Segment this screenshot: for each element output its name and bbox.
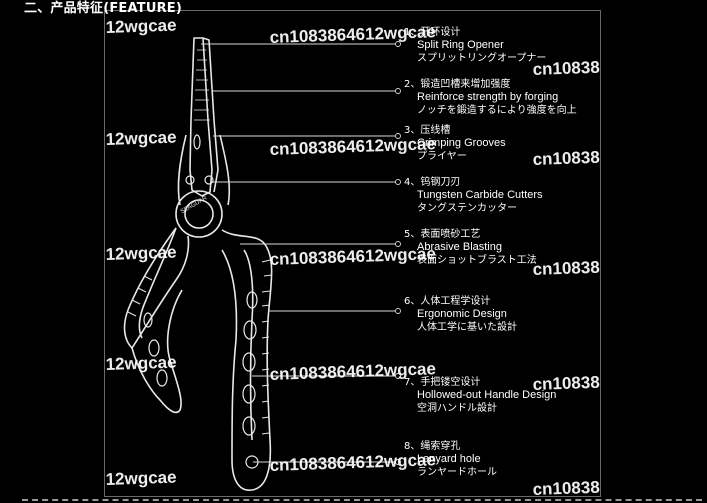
bottom-divider: [22, 499, 702, 501]
feature-en: Hollowed-out Handle Design: [417, 389, 557, 401]
feature-en: Abrasive Blasting: [417, 241, 502, 253]
feature-cn: 5、表面喷砂工艺: [404, 229, 481, 240]
watermark: 12wgcae: [105, 467, 177, 490]
feature-en: Tungsten Carbide Cutters: [417, 189, 543, 201]
section-title: 二、产品特征(FEATURE): [24, 1, 183, 16]
feature-jp: ランヤードホール: [417, 467, 497, 478]
feature-item-4: 4、钨钢刀刃 Tungsten Carbide Cutters タングステンカッ…: [404, 176, 543, 215]
feature-en: Crimping Grooves: [417, 137, 506, 149]
feature-item-3: 3、压线槽 Crimping Grooves プライヤー: [404, 124, 506, 163]
feature-jp: タングステンカッター: [417, 203, 517, 214]
watermark: cn10838: [532, 372, 601, 395]
watermark: 12wgcae: [105, 352, 177, 375]
feature-frame: [104, 10, 601, 497]
watermark: cn10838: [532, 57, 601, 80]
feature-item-6: 6、人体工程学设计 Ergonomic Design 人体工学に基いた設計: [404, 295, 517, 334]
feature-jp: 空洞ハンドル設計: [417, 403, 497, 414]
feature-cn: 7、手把镂空设计: [404, 377, 481, 388]
feature-en: Ergonomic Design: [417, 308, 507, 320]
feature-item-7: 7、手把镂空设计 Hollowed-out Handle Design 空洞ハン…: [404, 376, 556, 415]
feature-item-1: 1、开环设计 Split Ring Opener スプリットリングオープナー: [404, 26, 546, 65]
watermark: 12wgcae: [105, 15, 177, 38]
feature-cn: 4、钨钢刀刃: [404, 177, 461, 188]
watermark: 12wgcae: [105, 127, 177, 150]
feature-cn: 1、开环设计: [404, 27, 461, 38]
feature-jp: スプリットリングオープナー: [417, 53, 547, 64]
feature-en: Lanyard hole: [417, 453, 481, 465]
feature-en: Split Ring Opener: [417, 39, 504, 51]
watermark: cn10838: [532, 477, 601, 500]
feature-jp: プライヤー: [417, 151, 467, 162]
watermark: cn10838: [532, 147, 601, 170]
feature-jp: 人体工学に基いた設計: [417, 322, 517, 333]
feature-item-5: 5、表面喷砂工艺 Abrasive Blasting 表面ショットブラスト工法: [404, 228, 537, 267]
feature-en: Reinforce strength by forging: [417, 91, 559, 103]
feature-cn: 8、绳索穿孔: [404, 441, 461, 452]
feature-item-2: 2、锻造凹槽来增加强度 Reinforce strength by forgin…: [404, 78, 577, 117]
feature-jp: ノッチを鍛造するにより強度を向上: [417, 105, 577, 116]
feature-item-8: 8、绳索穿孔 Lanyard hole ランヤードホール: [404, 440, 497, 479]
watermark: cn10838: [532, 257, 601, 280]
feature-cn: 6、人体工程学设计: [404, 296, 491, 307]
watermark: 12wgcae: [105, 242, 177, 265]
feature-cn: 3、压线槽: [404, 125, 451, 136]
feature-cn: 2、锻造凹槽来增加强度: [404, 79, 511, 90]
feature-jp: 表面ショットブラスト工法: [417, 255, 537, 266]
logo-text: SEAGUAR: [180, 195, 209, 215]
